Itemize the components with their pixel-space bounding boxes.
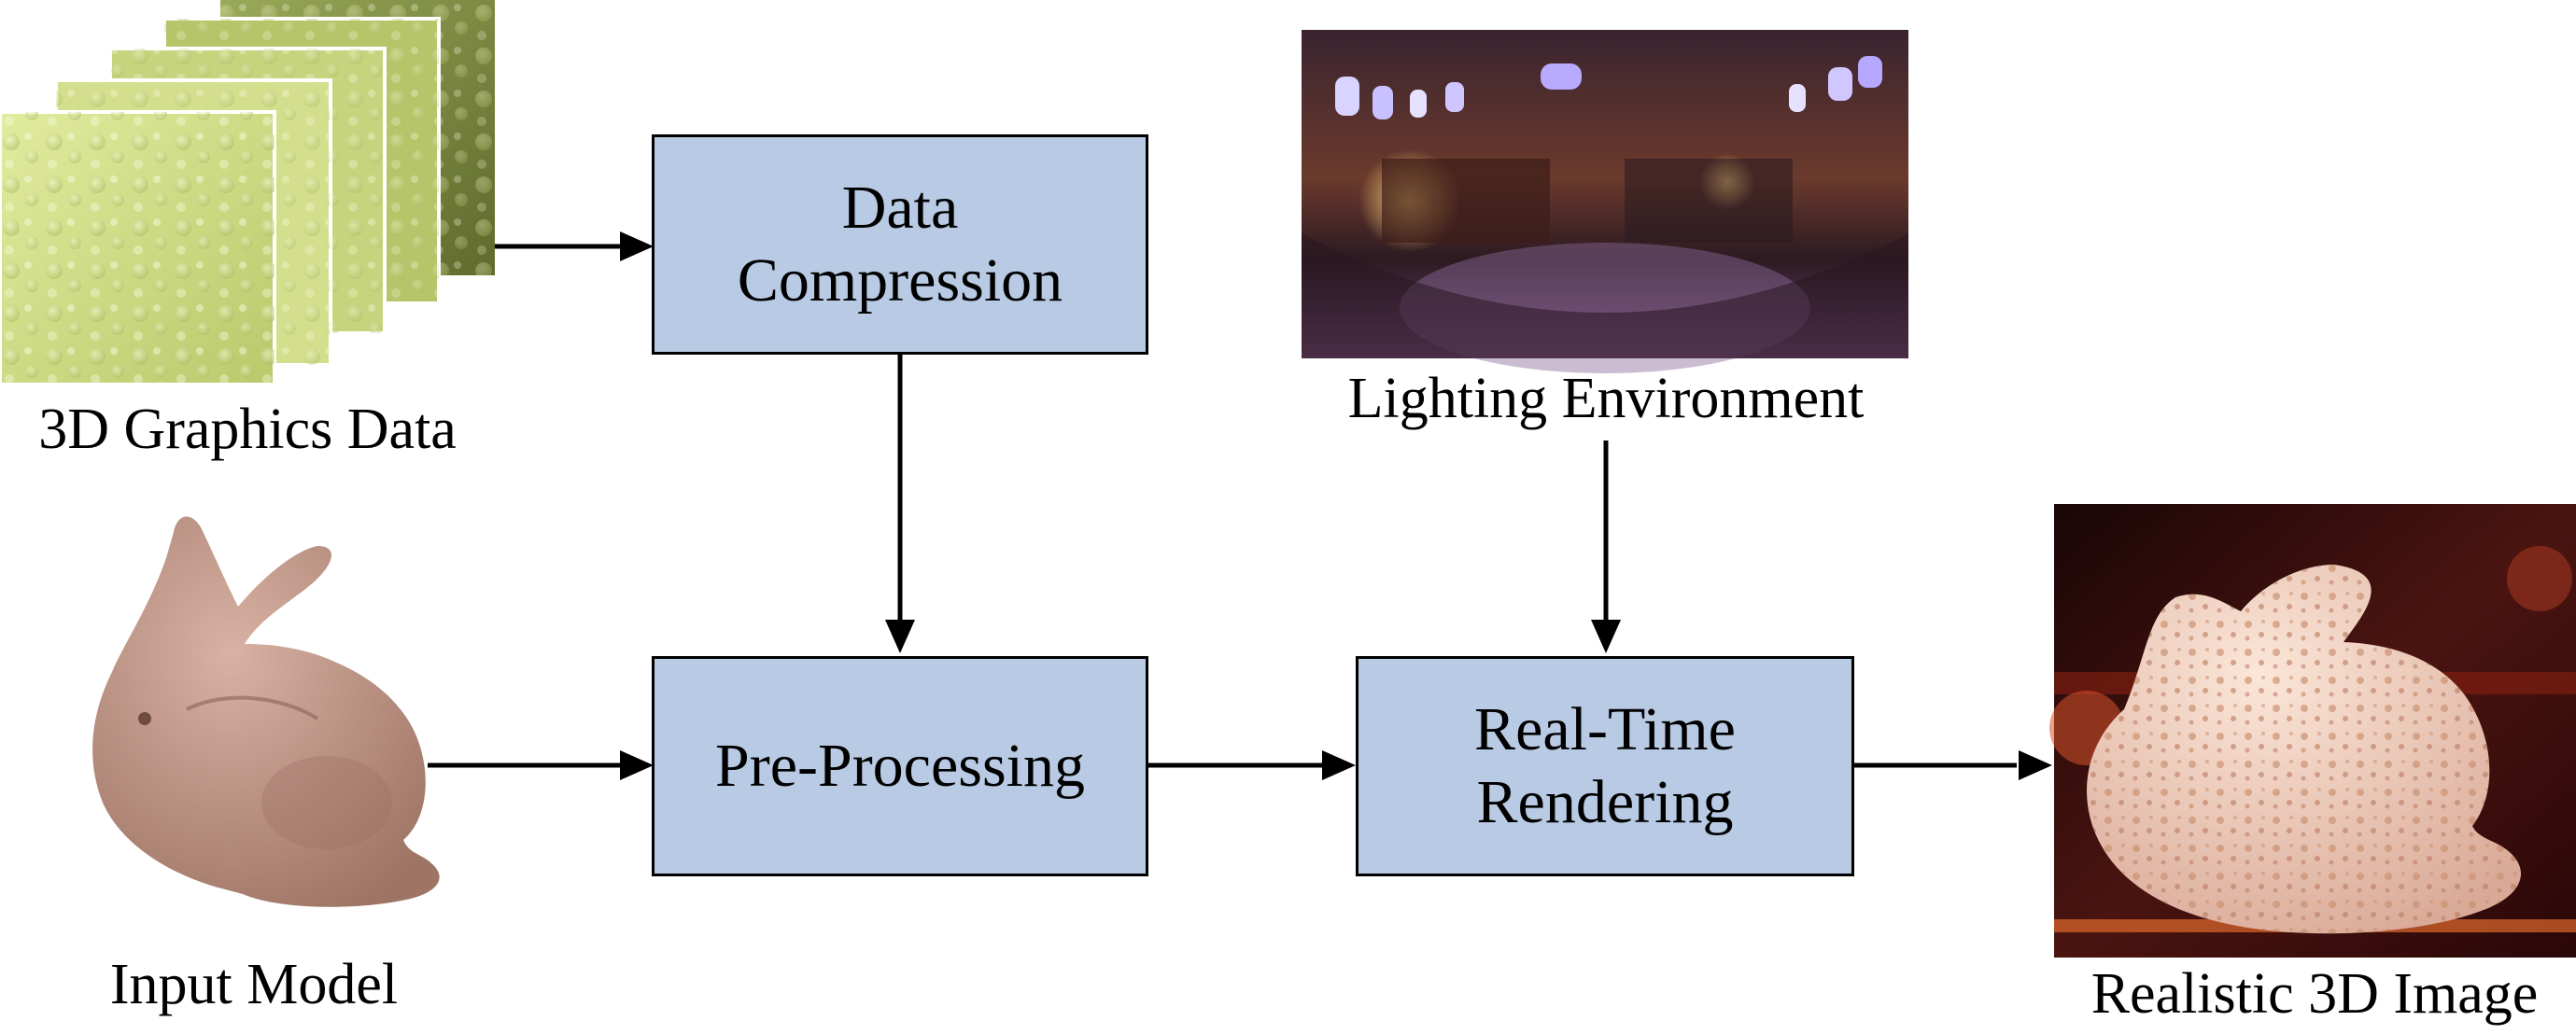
lighting-environment-caption: Lighting Environment xyxy=(1347,367,1865,430)
real-time-rendering-box: Real-Time Rendering xyxy=(1356,656,1854,876)
arrowhead-preprocessing-left xyxy=(620,750,654,780)
pre-processing-label: Pre-Processing xyxy=(715,732,1085,801)
input-model-caption: Input Model xyxy=(109,953,399,1016)
data-compression-label-line2: Compression xyxy=(737,246,1063,315)
graphics-data-caption: 3D Graphics Data xyxy=(38,398,457,461)
arrowhead-preprocessing-top xyxy=(885,620,915,653)
arrowhead-rendering-top xyxy=(1591,620,1621,653)
graphics-data-image xyxy=(0,0,495,386)
realistic-3d-image xyxy=(2049,504,2576,958)
input-model-image xyxy=(92,516,440,907)
data-compression-box: Data Compression xyxy=(652,134,1148,355)
pre-processing-box: Pre-Processing xyxy=(652,656,1148,876)
arrowhead-output xyxy=(2019,750,2052,780)
arrowhead-compression xyxy=(620,231,654,261)
lighting-environment-image xyxy=(1302,30,1908,373)
data-compression-label-line1: Data xyxy=(841,174,959,243)
real-time-rendering-label-line2: Rendering xyxy=(1476,768,1734,836)
real-time-rendering-label-line1: Real-Time xyxy=(1474,695,1736,764)
arrowhead-rendering-left xyxy=(1322,750,1356,780)
realistic-3d-image-caption: Realistic 3D Image xyxy=(2090,962,2539,1026)
